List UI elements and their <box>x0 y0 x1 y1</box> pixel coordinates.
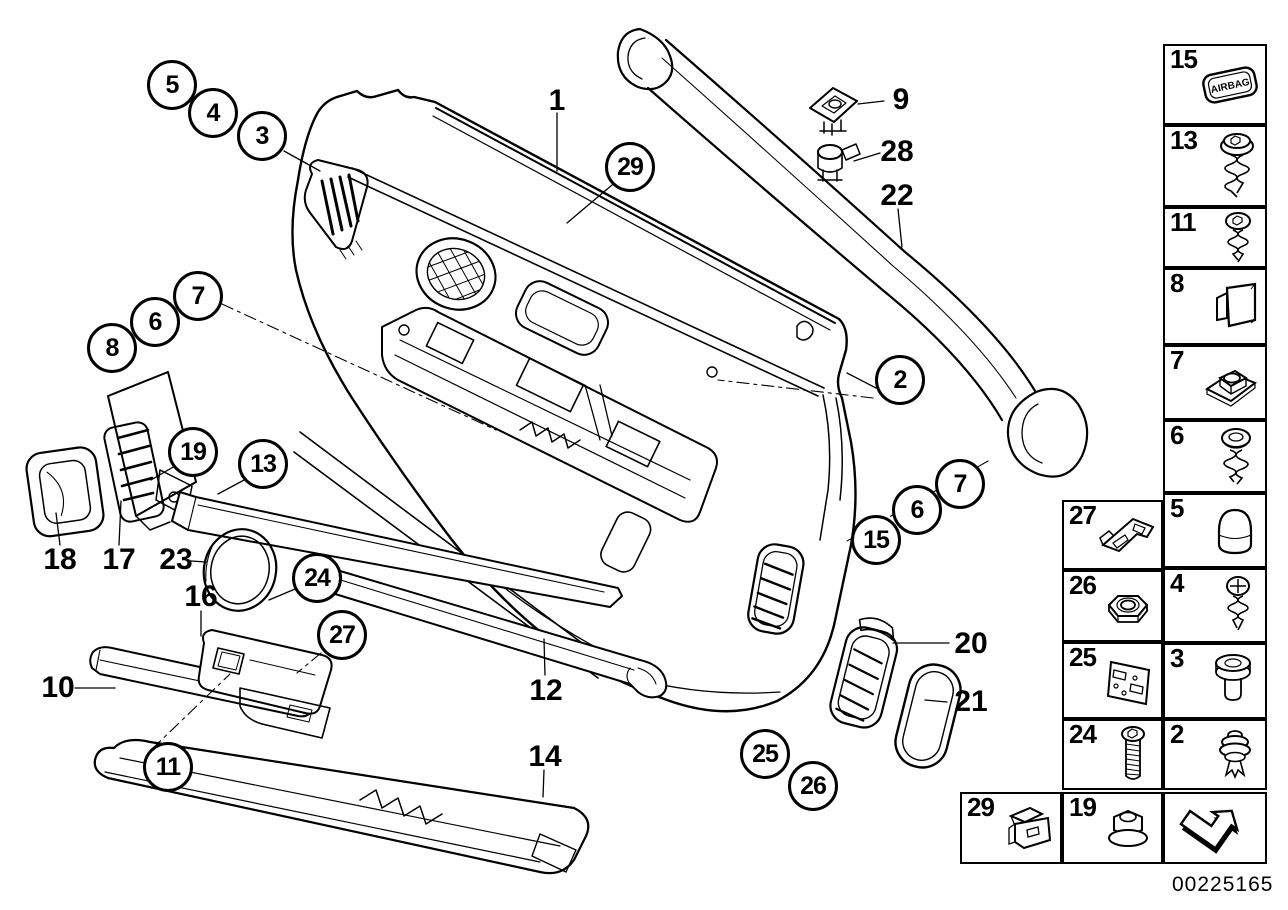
part-cell-2: 2 <box>1163 719 1267 790</box>
fastener-part-28 <box>817 143 861 182</box>
label-14: 14 <box>528 740 562 773</box>
part-cell-8: 8 <box>1163 268 1267 345</box>
part-cell-15: 15 AIRBAG <box>1163 44 1267 125</box>
vent-seal-21 <box>894 663 962 769</box>
clip-nut-icon <box>1205 369 1257 407</box>
label-9: 9 <box>892 83 910 116</box>
page-reference-arrow-icon <box>1179 809 1240 854</box>
torx-bolt-icon <box>1121 725 1145 780</box>
door-pull-handle <box>616 27 1089 478</box>
part-cell-25: 25 <box>1062 642 1163 719</box>
label-16: 16 <box>184 580 218 613</box>
part-cell-4: 4 <box>1163 568 1267 643</box>
armrest-support-14 <box>93 738 590 875</box>
label-17: 17 <box>102 543 136 576</box>
part-cell-arrow <box>1163 792 1267 864</box>
armrest-pad-12 <box>321 567 668 699</box>
callout-balloon-6a: 6 <box>130 297 180 347</box>
callout-balloon-8: 8 <box>87 323 137 373</box>
callout-balloon-26: 26 <box>788 761 838 811</box>
part-cell-29: 29 <box>960 792 1062 864</box>
hex-nut-icon <box>1107 595 1149 623</box>
grommet-icon <box>1215 654 1251 701</box>
callout-balloon-19: 19 <box>168 427 218 477</box>
label-23: 23 <box>159 543 193 576</box>
callout-balloon-25: 25 <box>740 729 790 779</box>
speaker-grille <box>415 237 497 311</box>
door-handle-recess <box>514 280 610 356</box>
part-cell-19: 19 <box>1062 792 1163 864</box>
label-28: 28 <box>880 135 914 168</box>
flange-nut-icon <box>1108 809 1148 847</box>
pan-head-screw-icon <box>1225 211 1251 262</box>
label-21: 21 <box>954 685 988 718</box>
callout-balloon-3: 3 <box>237 111 287 161</box>
armrest-carrier <box>381 306 718 523</box>
callout-balloon-4: 4 <box>188 88 238 138</box>
part-cell-24: 24 <box>1062 719 1163 790</box>
svg-text:AIRBAG: AIRBAG <box>1210 76 1251 95</box>
square-cap-icon <box>1216 282 1257 327</box>
expansion-rivet-icon <box>1219 729 1251 779</box>
label-10: 10 <box>41 671 75 704</box>
part-cell-5: 5 <box>1163 493 1267 568</box>
callout-balloon-15: 15 <box>851 515 901 565</box>
label-18: 18 <box>43 543 77 576</box>
callout-balloon-6b: 6 <box>892 485 942 535</box>
part-cell-27: 27 <box>1062 500 1163 570</box>
label-22: 22 <box>880 179 914 212</box>
diagram-part-code: 00225165 <box>1172 873 1274 896</box>
part-cell-3: 3 <box>1163 643 1267 719</box>
tweeter-vent <box>303 159 369 260</box>
door-panel <box>291 88 857 713</box>
fresh-air-vent-17 <box>103 371 197 531</box>
switch-panel-16 <box>197 629 333 739</box>
clip-part-9 <box>809 87 858 136</box>
callout-balloon-11: 11 <box>143 742 193 792</box>
callout-balloon-24: 24 <box>292 553 342 603</box>
phillips-screw-icon <box>1226 575 1250 630</box>
part-cell-26: 26 <box>1062 570 1163 642</box>
label-1: 1 <box>548 84 566 117</box>
label-20: 20 <box>954 627 988 660</box>
panel-vent-grille <box>747 543 805 635</box>
vent-frame-18 <box>25 446 105 538</box>
part-cell-13: 13 <box>1163 125 1267 207</box>
callout-balloon-29: 29 <box>605 142 655 192</box>
part-cell-11: 11 <box>1163 207 1267 268</box>
leader-lines <box>55 100 950 798</box>
metal-bracket-icon <box>1099 517 1155 553</box>
callout-balloon-27: 27 <box>317 610 367 660</box>
flange-screw-icon <box>1221 427 1251 485</box>
airbag-emblem-icon: AIRBAG <box>1202 65 1258 104</box>
part-cell-7: 7 <box>1163 345 1267 420</box>
retainer-plate-icon <box>1106 660 1151 705</box>
callout-balloon-7a: 7 <box>173 271 223 321</box>
callout-balloon-2: 2 <box>875 355 925 405</box>
cover-clip-icon <box>1008 806 1052 850</box>
callout-balloon-7b: 7 <box>935 459 985 509</box>
label-12: 12 <box>529 674 563 707</box>
washer-head-screw-icon <box>1220 133 1254 198</box>
rear-vent-20 <box>829 617 899 729</box>
trim-strip-13 <box>171 491 623 608</box>
part-cell-6: 6 <box>1163 420 1267 493</box>
callout-balloon-13: 13 <box>238 439 288 489</box>
callout-balloon-5: 5 <box>147 60 197 110</box>
round-cap-icon <box>1217 508 1253 554</box>
